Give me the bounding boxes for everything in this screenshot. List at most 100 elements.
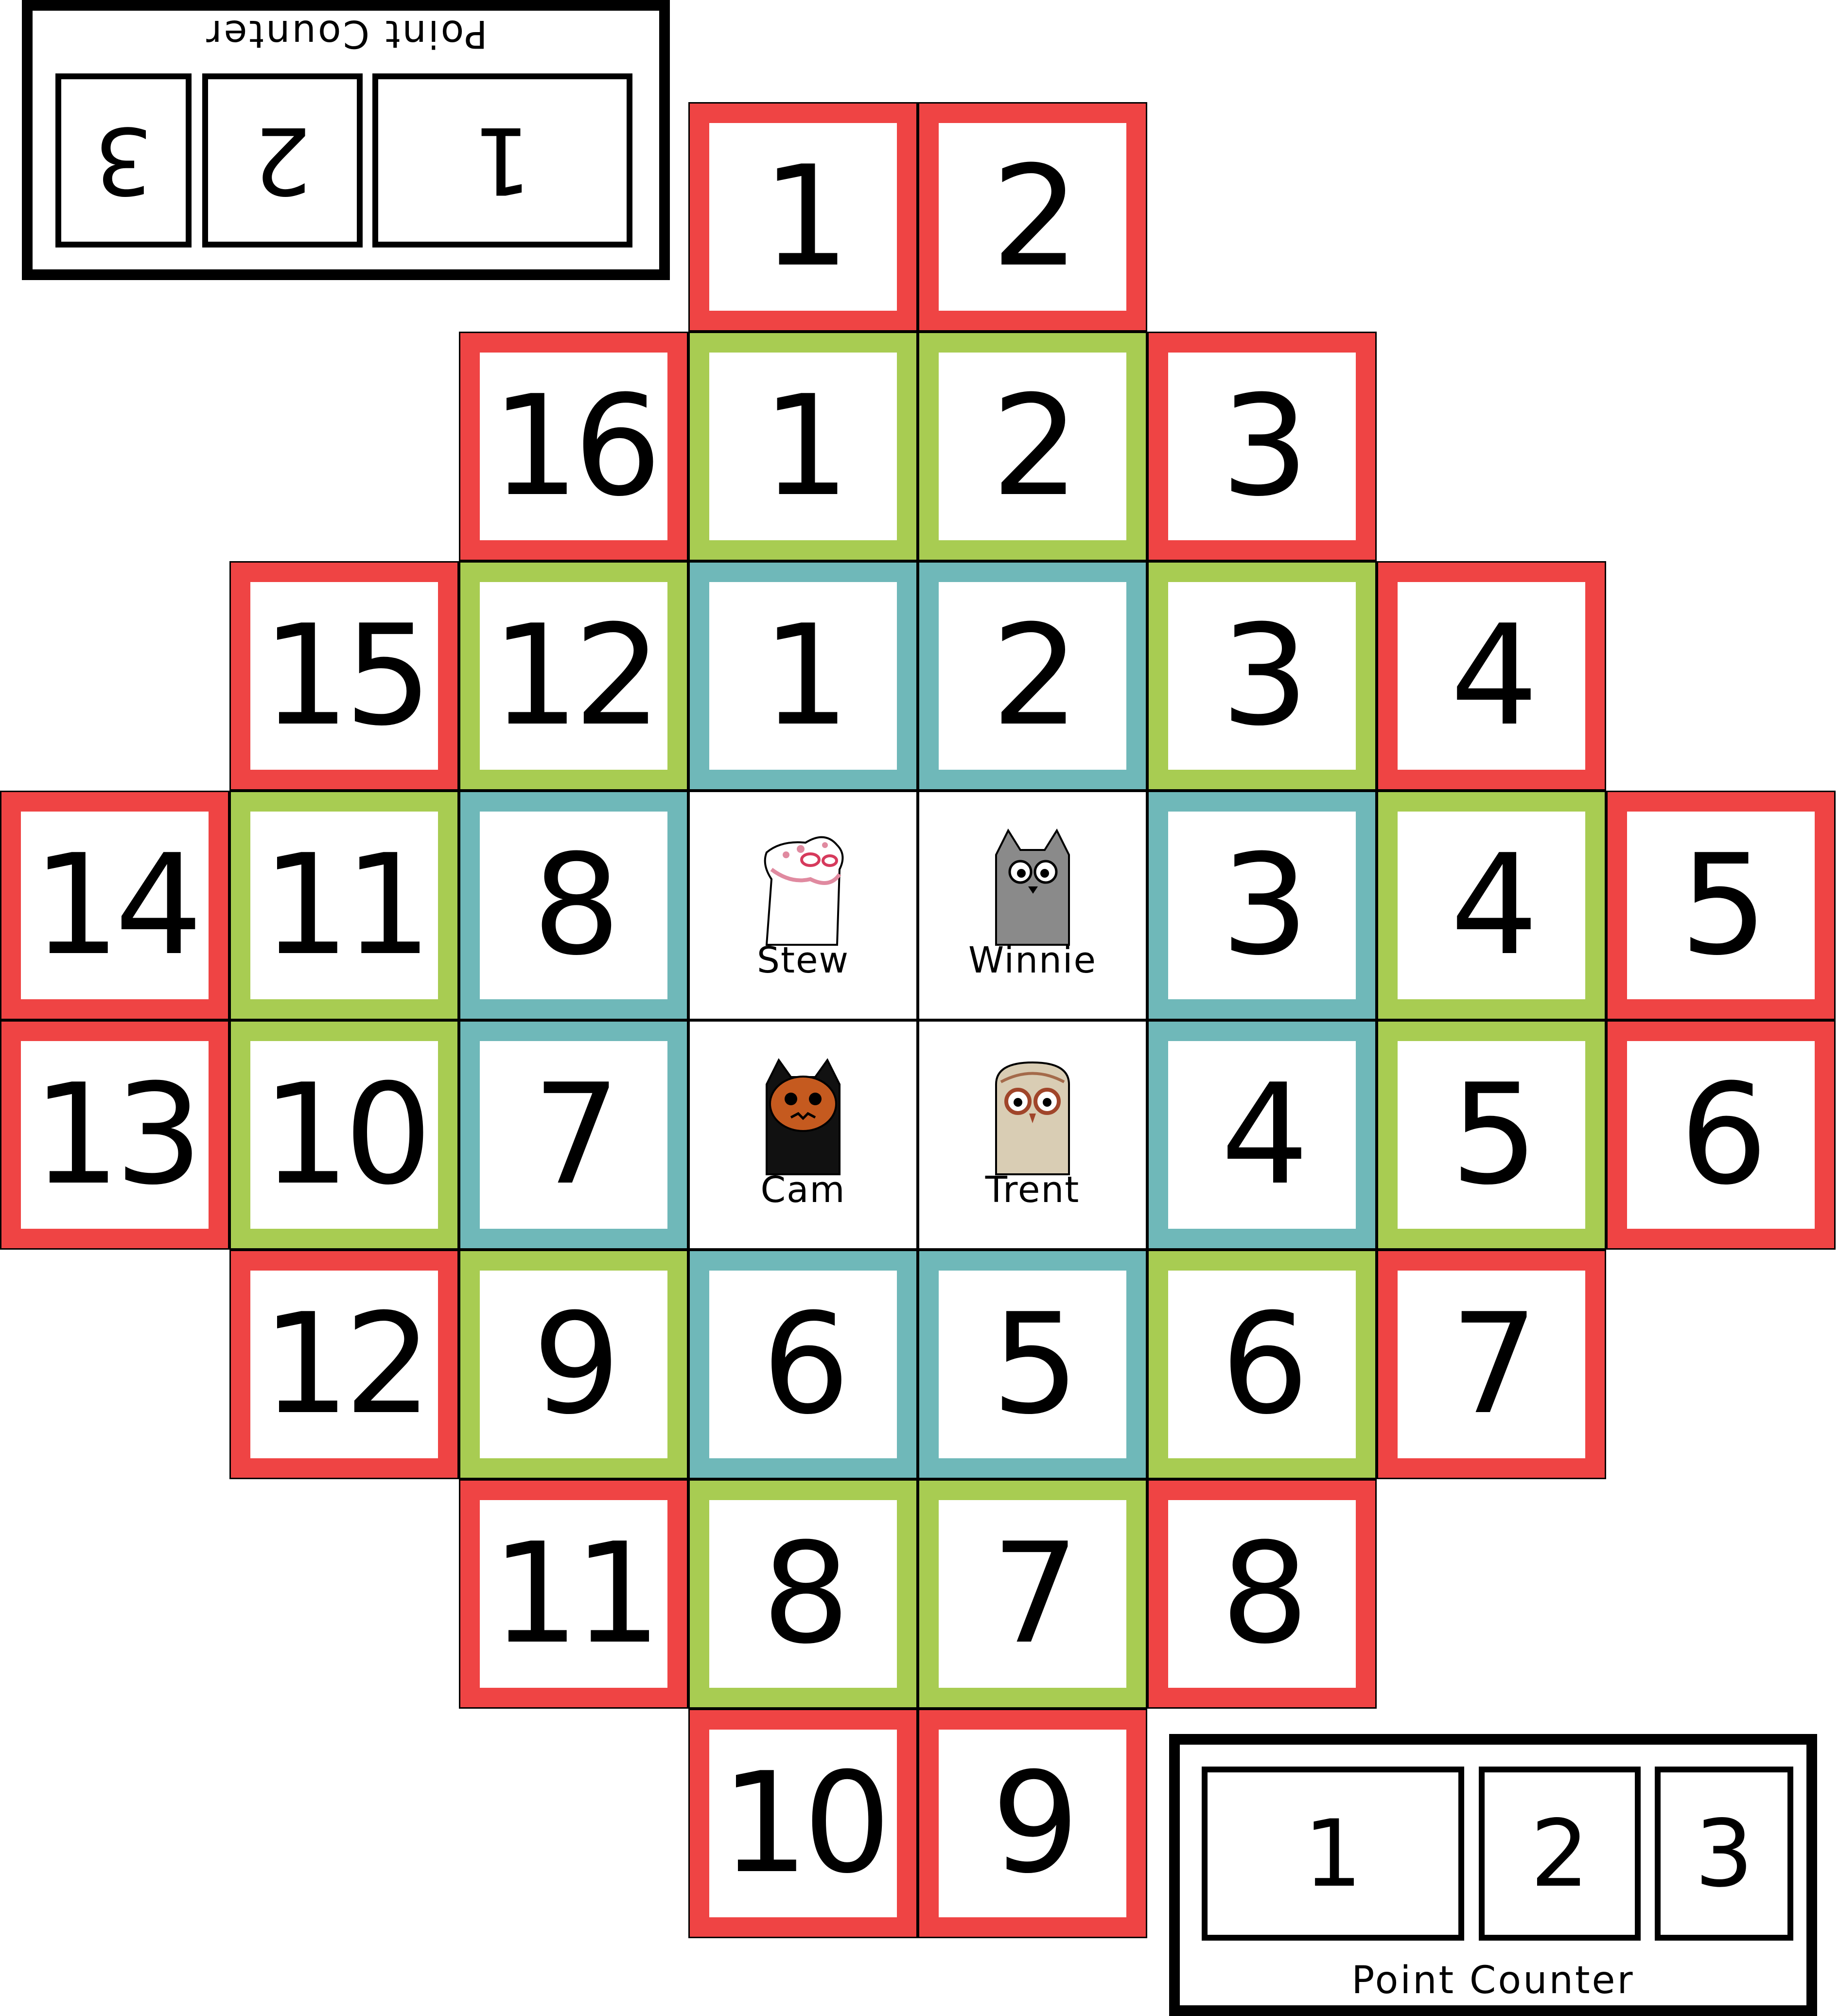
space-face: 8 xyxy=(709,1500,897,1688)
outer-ring-space-7[interactable]: 7 xyxy=(1377,1250,1606,1479)
outer-ring-space-15[interactable]: 15 xyxy=(229,561,459,791)
space-number: 4 xyxy=(1450,595,1538,757)
space-number: 1 xyxy=(762,365,850,527)
gray-cat-ghost-icon[interactable] xyxy=(981,826,1084,949)
space-face: 2 xyxy=(939,123,1126,311)
outer-ring-space-16[interactable]: 16 xyxy=(459,332,688,561)
middle-ring-space-1[interactable]: 1 xyxy=(688,332,918,561)
outer-ring-space-12[interactable]: 12 xyxy=(229,1250,459,1479)
space-number: 1 xyxy=(762,136,850,298)
point-slot-1[interactable]: 1 xyxy=(372,73,632,248)
space-number: 6 xyxy=(1680,1054,1768,1216)
space-face: 14 xyxy=(21,812,209,999)
tan-owl-ghost-icon[interactable] xyxy=(981,1055,1084,1179)
point-counter-title: Point Counter xyxy=(1351,1959,1635,2002)
outer-ring-space-9[interactable]: 9 xyxy=(918,1709,1147,1938)
inner-ring-space-4[interactable]: 4 xyxy=(1147,1020,1377,1250)
space-number: 11 xyxy=(491,1513,662,1675)
point-counter-bottom: 1 2 3 Point Counter xyxy=(1169,1734,1817,2016)
space-face: 1 xyxy=(709,123,897,311)
point-slot-3[interactable]: 3 xyxy=(55,73,192,248)
space-number: 13 xyxy=(32,1054,203,1216)
middle-ring-space-5[interactable]: 5 xyxy=(1377,1020,1606,1250)
space-number: 7 xyxy=(532,1054,620,1216)
space-face: 10 xyxy=(250,1041,438,1229)
middle-ring-space-11[interactable]: 11 xyxy=(229,791,459,1020)
outer-ring-space-8[interactable]: 8 xyxy=(1147,1479,1377,1709)
space-face: 12 xyxy=(250,1271,438,1458)
middle-ring-space-12[interactable]: 12 xyxy=(459,561,688,791)
space-number: 2 xyxy=(991,595,1079,757)
start-space-cam[interactable]: Cam xyxy=(688,1020,918,1250)
point-slot-3[interactable]: 3 xyxy=(1655,1767,1793,1941)
space-face: 12 xyxy=(480,582,667,770)
point-counter-title: Point Counter xyxy=(204,12,488,55)
space-face: 7 xyxy=(1398,1271,1585,1458)
space-face: 7 xyxy=(480,1041,667,1229)
start-space-trent[interactable]: Trent xyxy=(918,1020,1147,1250)
space-number: 10 xyxy=(262,1054,433,1216)
space-number: 3 xyxy=(1221,595,1309,757)
space-number: 2 xyxy=(991,365,1079,527)
outer-ring-space-14[interactable]: 14 xyxy=(0,791,229,1020)
space-face: 7 xyxy=(939,1500,1126,1688)
space-number: 6 xyxy=(762,1283,850,1445)
outer-ring-space-1[interactable]: 1 xyxy=(688,102,918,332)
space-number: 11 xyxy=(262,824,433,986)
start-space-stew[interactable]: Stew xyxy=(688,791,918,1020)
space-face: 6 xyxy=(1168,1271,1356,1458)
inner-ring-space-7[interactable]: 7 xyxy=(459,1020,688,1250)
space-number: 8 xyxy=(532,824,620,986)
space-number: 5 xyxy=(1680,824,1768,986)
space-number: 15 xyxy=(262,595,433,757)
outer-ring-space-5[interactable]: 5 xyxy=(1606,791,1836,1020)
space-face: 5 xyxy=(1398,1041,1585,1229)
space-number: 10 xyxy=(720,1742,892,1904)
space-face: 9 xyxy=(939,1730,1126,1917)
space-number: 12 xyxy=(491,595,662,757)
black-orange-cat-ghost-icon[interactable] xyxy=(752,1055,854,1179)
middle-ring-space-8[interactable]: 8 xyxy=(688,1479,918,1709)
space-face: 11 xyxy=(250,812,438,999)
point-slot-1[interactable]: 1 xyxy=(1202,1767,1464,1941)
middle-ring-space-6[interactable]: 6 xyxy=(1147,1250,1377,1479)
inner-ring-space-8[interactable]: 8 xyxy=(459,791,688,1020)
point-counter-top: 1 2 3 Point Counter xyxy=(22,0,670,280)
outer-ring-space-6[interactable]: 6 xyxy=(1606,1020,1836,1250)
outer-ring-space-3[interactable]: 3 xyxy=(1147,332,1377,561)
space-number: 9 xyxy=(532,1283,620,1445)
middle-ring-space-4[interactable]: 4 xyxy=(1377,791,1606,1020)
space-face: 3 xyxy=(1168,812,1356,999)
outer-ring-space-13[interactable]: 13 xyxy=(0,1020,229,1250)
space-face: 13 xyxy=(21,1041,209,1229)
space-face: 9 xyxy=(480,1271,667,1458)
middle-ring-space-2[interactable]: 2 xyxy=(918,332,1147,561)
inner-ring-space-3[interactable]: 3 xyxy=(1147,791,1377,1020)
inner-ring-space-1[interactable]: 1 xyxy=(688,561,918,791)
middle-ring-space-7[interactable]: 7 xyxy=(918,1479,1147,1709)
pink-spotted-ghost-icon[interactable] xyxy=(752,826,854,949)
space-face: 1 xyxy=(709,353,897,540)
outer-ring-space-4[interactable]: 4 xyxy=(1377,561,1606,791)
inner-ring-space-2[interactable]: 2 xyxy=(918,561,1147,791)
middle-ring-space-10[interactable]: 10 xyxy=(229,1020,459,1250)
inner-ring-space-5[interactable]: 5 xyxy=(918,1250,1147,1479)
space-face: 5 xyxy=(1627,812,1815,999)
middle-ring-space-9[interactable]: 9 xyxy=(459,1250,688,1479)
player-name: Stew xyxy=(756,939,850,981)
middle-ring-space-3[interactable]: 3 xyxy=(1147,561,1377,791)
space-number: 1 xyxy=(762,595,850,757)
point-slot-2[interactable]: 2 xyxy=(1479,1767,1641,1941)
outer-ring-space-11[interactable]: 11 xyxy=(459,1479,688,1709)
point-slot-2[interactable]: 2 xyxy=(202,73,363,248)
outer-ring-space-10[interactable]: 10 xyxy=(688,1709,918,1938)
space-face: 8 xyxy=(480,812,667,999)
outer-ring-space-2[interactable]: 2 xyxy=(918,102,1147,332)
space-number: 7 xyxy=(1450,1283,1538,1445)
player-name: Cam xyxy=(760,1168,846,1211)
space-face: 2 xyxy=(939,582,1126,770)
start-space-winnie[interactable]: Winnie xyxy=(918,791,1147,1020)
space-face: 6 xyxy=(1627,1041,1815,1229)
inner-ring-space-6[interactable]: 6 xyxy=(688,1250,918,1479)
